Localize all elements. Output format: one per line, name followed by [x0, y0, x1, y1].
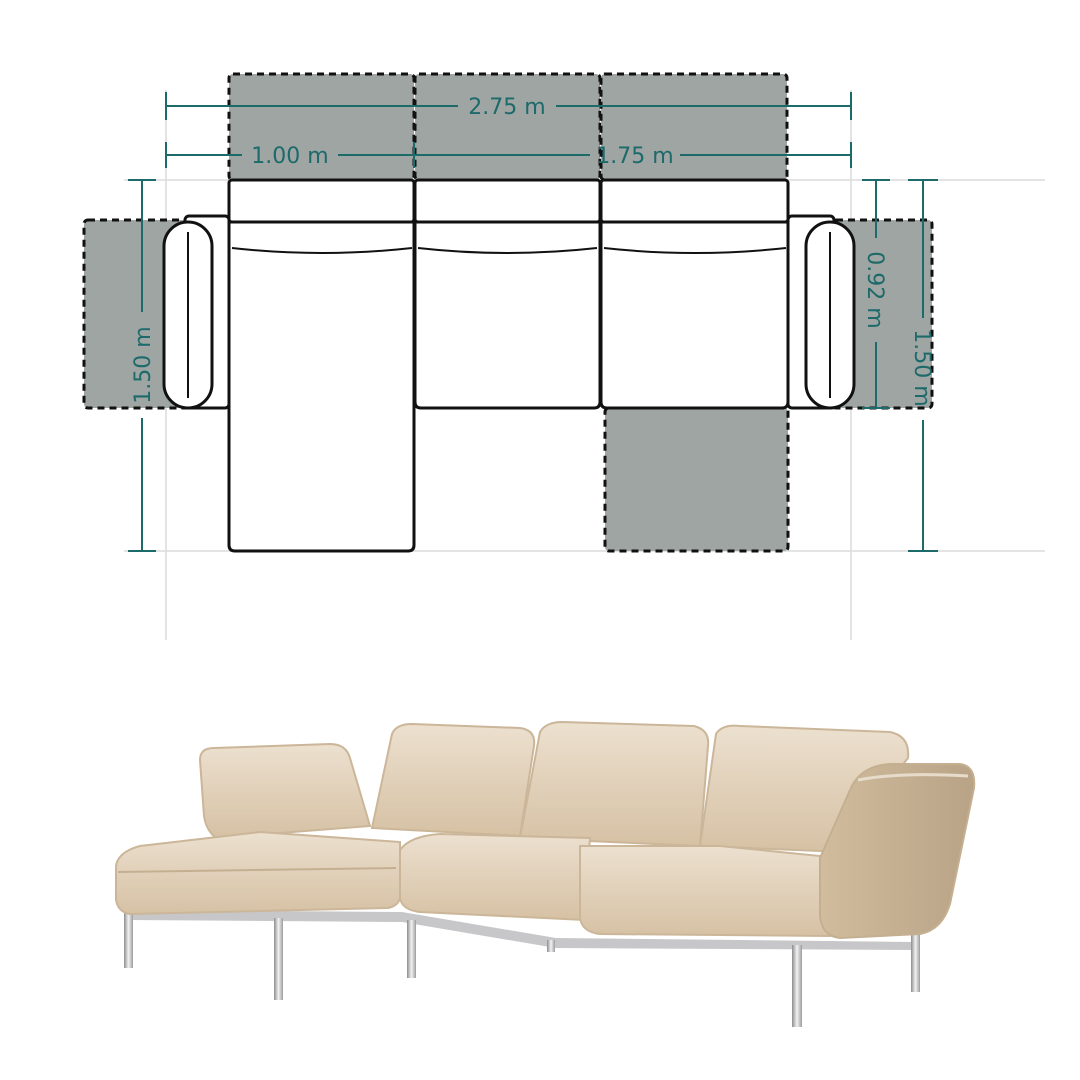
dimension-lines [128, 92, 938, 552]
back-cushion-2 [518, 720, 710, 848]
chaise-seat [227, 220, 416, 553]
sofa-floor-plan: 2.75 m 1.00 m 1.75 m 1.50 m 0.92 m 1.50 … [82, 72, 1045, 640]
sofa-frame [124, 910, 920, 1027]
leg [124, 912, 133, 968]
seat-depth-label: 0.92 m [862, 251, 887, 328]
leg [547, 940, 555, 952]
leg [407, 920, 416, 978]
total-width-label: 2.75 m [468, 95, 545, 120]
chaise-seat [115, 830, 401, 916]
back-cushions [370, 720, 910, 854]
leg [274, 918, 283, 1000]
left-depth-label: 1.50 m [131, 326, 156, 403]
sofa-outline [162, 178, 856, 553]
leg [792, 945, 802, 1027]
leg [911, 930, 920, 992]
right-depth-label: 1.50 m [909, 329, 934, 406]
back-cushion-1 [370, 722, 536, 838]
chaise-width-label: 1.00 m [251, 144, 328, 169]
sofa-width-label: 1.75 m [596, 144, 673, 169]
seat-right [579, 845, 832, 938]
left-arm-cushion [198, 742, 372, 840]
right-arm-cushion [819, 763, 976, 940]
seat-middle [399, 832, 592, 922]
